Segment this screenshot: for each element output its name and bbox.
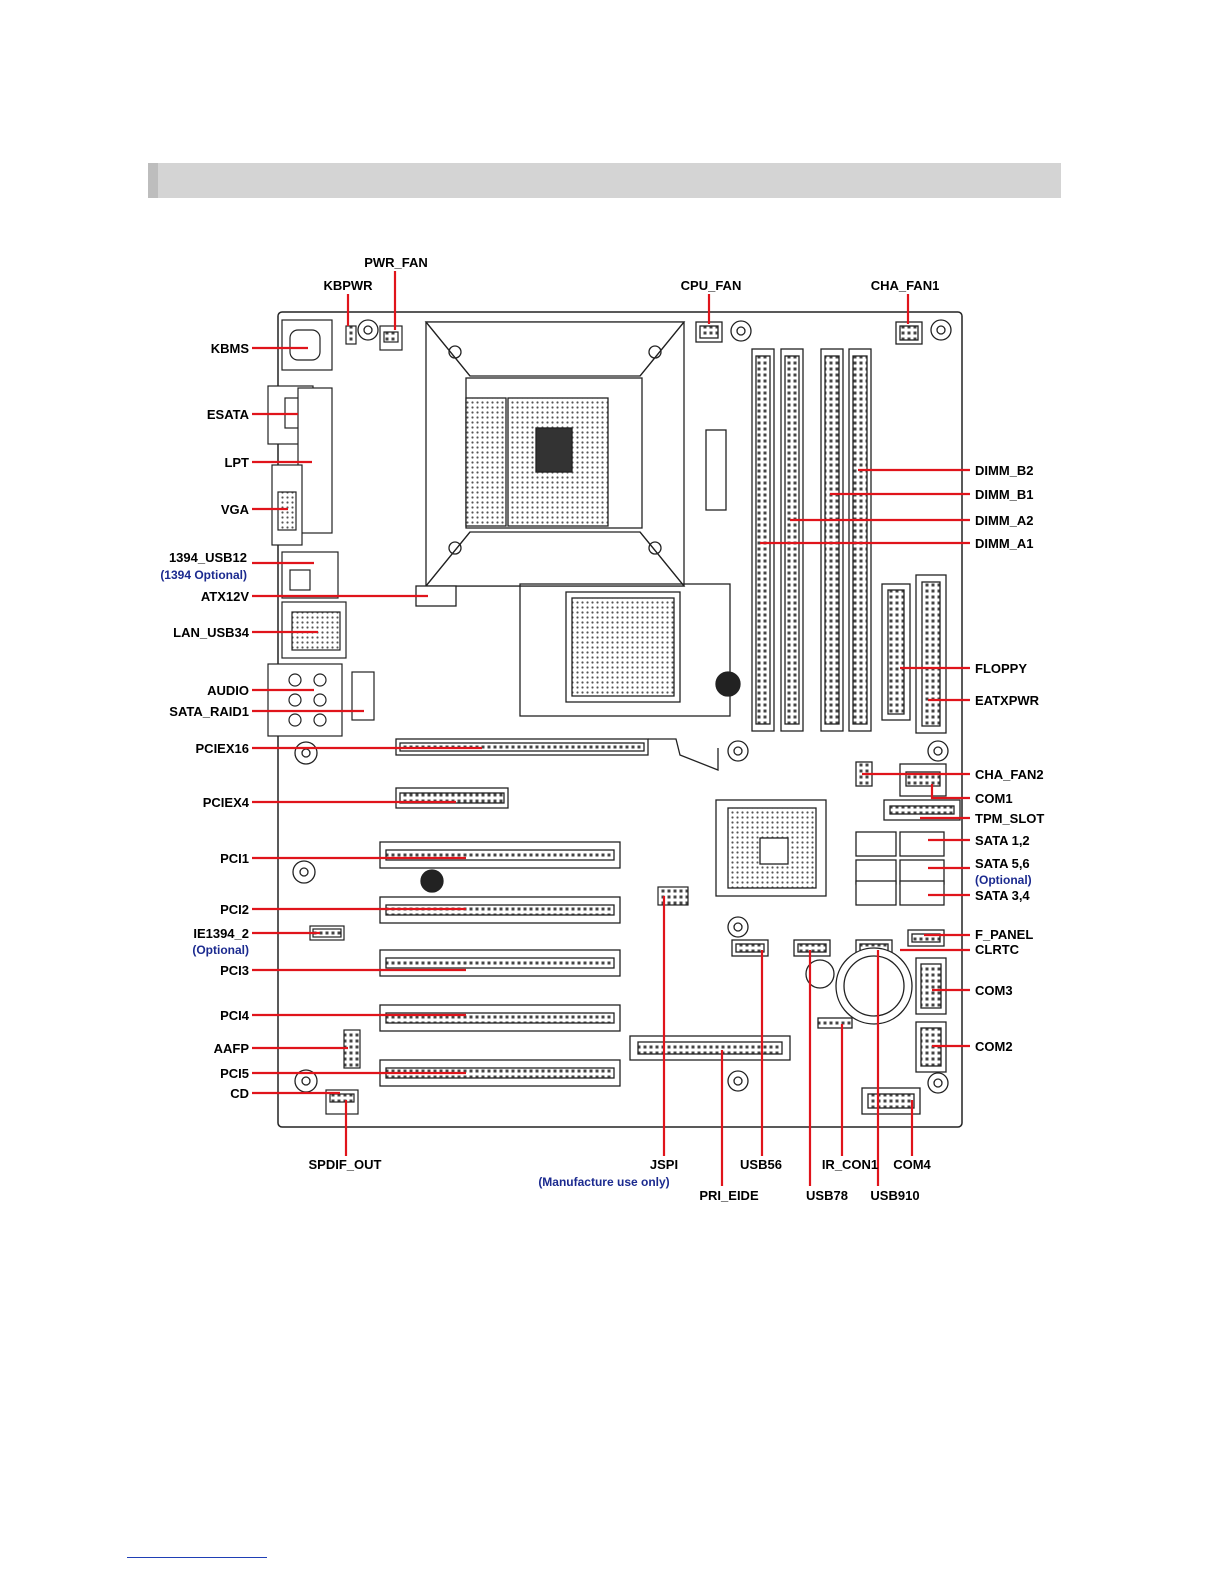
label-tpm-slot: TPM_SLOT xyxy=(975,811,1044,826)
southbridge-sata-area xyxy=(715,761,961,906)
label-dimm-a2: DIMM_A2 xyxy=(975,513,1034,528)
label-sata34: SATA 3,4 xyxy=(975,888,1030,903)
footer-rule xyxy=(127,1557,267,1558)
section-header-bar xyxy=(148,163,1061,198)
label-cha-fan1: CHA_FAN1 xyxy=(871,278,940,293)
cpu-socket xyxy=(424,321,727,587)
component-labels: PWR_FAN KBPWR CPU_FAN CHA_FAN1 KBMS ESAT… xyxy=(160,255,1044,1203)
label-jspi: JSPI xyxy=(650,1157,678,1172)
label-lan-usb34: LAN_USB34 xyxy=(173,625,250,640)
label-aafp: AAFP xyxy=(214,1041,250,1056)
expansion-slots xyxy=(379,585,719,1087)
label-pci2: PCI2 xyxy=(220,902,249,917)
floppy-eatxpwr-connectors xyxy=(881,574,947,734)
label-com3: COM3 xyxy=(975,983,1013,998)
label-dimm-b2: DIMM_B2 xyxy=(975,463,1034,478)
label-clrtc: CLRTC xyxy=(975,942,1020,957)
header-accent xyxy=(148,163,158,198)
note-1394-optional: (1394 Optional) xyxy=(160,568,247,582)
note-ie1394-optional: (Optional) xyxy=(192,943,249,957)
label-ie1394-2: IE1394_2 xyxy=(193,926,249,941)
note-jspi-manufacture: (Manufacture use only) xyxy=(538,1175,669,1189)
northbridge-chip xyxy=(519,583,741,717)
label-com4: COM4 xyxy=(893,1157,931,1172)
label-f-panel: F_PANEL xyxy=(975,927,1033,942)
label-usb910: USB910 xyxy=(870,1188,919,1203)
rear-io-ports xyxy=(267,319,375,737)
leader-lines xyxy=(252,271,970,1186)
kbpwr-pwrfan-headers xyxy=(345,325,403,351)
label-kbpwr: KBPWR xyxy=(323,278,373,293)
label-pciex16: PCIEX16 xyxy=(196,741,249,756)
label-sata56: SATA 5,6 xyxy=(975,856,1030,871)
label-audio: AUDIO xyxy=(207,683,249,698)
label-ir-con1: IR_CON1 xyxy=(822,1157,878,1172)
label-esata: ESATA xyxy=(207,407,250,422)
dimm-slots xyxy=(695,321,923,732)
label-vga: VGA xyxy=(221,502,250,517)
label-lpt: LPT xyxy=(224,455,249,470)
label-cd: CD xyxy=(230,1086,249,1101)
mounting-holes xyxy=(292,319,952,1094)
label-eatxpwr: EATXPWR xyxy=(975,693,1040,708)
label-1394-usb12: 1394_USB12 xyxy=(169,550,247,565)
label-spdif-out: SPDIF_OUT xyxy=(309,1157,382,1172)
label-dimm-b1: DIMM_B1 xyxy=(975,487,1034,502)
label-pwr-fan: PWR_FAN xyxy=(364,255,428,270)
note-sata56-optional: (Optional) xyxy=(975,873,1032,887)
label-usb56: USB56 xyxy=(740,1157,782,1172)
label-pri-eide: PRI_EIDE xyxy=(699,1188,759,1203)
label-com2: COM2 xyxy=(975,1039,1013,1054)
label-pci3: PCI3 xyxy=(220,963,249,978)
label-floppy: FLOPPY xyxy=(975,661,1027,676)
label-pciex4: PCIEX4 xyxy=(203,795,250,810)
audio-area-headers xyxy=(309,886,689,1115)
label-usb78: USB78 xyxy=(806,1188,848,1203)
label-atx12v: ATX12V xyxy=(201,589,249,604)
label-sata-raid1: SATA_RAID1 xyxy=(169,704,249,719)
label-kbms: KBMS xyxy=(211,341,250,356)
label-dimm-a1: DIMM_A1 xyxy=(975,536,1034,551)
label-cpu-fan: CPU_FAN xyxy=(681,278,742,293)
label-pci1: PCI1 xyxy=(220,851,249,866)
label-pci5: PCI5 xyxy=(220,1066,249,1081)
label-sata12: SATA 1,2 xyxy=(975,833,1030,848)
bottom-connectors xyxy=(629,929,947,1115)
label-pci4: PCI4 xyxy=(220,1008,250,1023)
label-cha-fan2: CHA_FAN2 xyxy=(975,767,1044,782)
label-com1: COM1 xyxy=(975,791,1013,806)
